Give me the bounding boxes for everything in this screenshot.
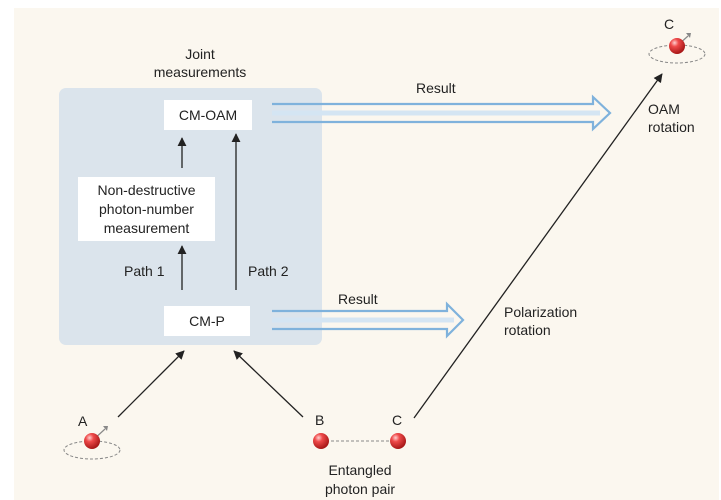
oam-rotation-line2: rotation: [648, 119, 695, 135]
cm-p-box: CM-P: [164, 306, 250, 336]
photon-c-top-label: C: [664, 16, 675, 32]
polarization-rotation-line1: Polarization: [504, 304, 578, 320]
photon-c-bottom-label: C: [392, 412, 403, 428]
entangled-pair-line2: photon pair: [324, 481, 396, 497]
photon-c-top: [648, 33, 706, 64]
oam-rotation-line1: OAM: [648, 101, 680, 117]
arrow-photon-c-to-oam: [413, 73, 663, 419]
path2-label: Path 2: [248, 263, 289, 279]
entangled-pair-line1: Entangled: [328, 462, 392, 478]
polarization-rotation-line2: rotation: [504, 322, 551, 338]
cm-oam-label: CM-OAM: [178, 106, 238, 123]
arrow-photon-b-to-cmp: [233, 350, 304, 418]
result-arrow-bottom: [272, 301, 465, 339]
photon-a-label: A: [78, 413, 88, 429]
panel-title-line1: Joint: [185, 46, 215, 62]
cm-p-label: CM-P: [189, 312, 225, 329]
path1-label: Path 1: [124, 263, 165, 279]
arrow-photon-a-to-cmp: [117, 350, 185, 418]
panel-title-line2: measurements: [153, 64, 247, 80]
non-destructive-box: Non-destructive photon-number measuremen…: [78, 177, 215, 241]
non-destructive-line1: Non-destructive: [97, 181, 196, 198]
non-destructive-line2: photon-number: [99, 200, 194, 217]
photon-b: [313, 433, 329, 449]
cm-oam-box: CM-OAM: [164, 100, 252, 130]
photon-a: [63, 426, 121, 460]
result-arrow-top: [272, 94, 612, 132]
photon-b-label: B: [315, 412, 325, 428]
result-label-bottom: Result: [338, 291, 378, 307]
non-destructive-line3: measurement: [103, 219, 190, 236]
result-label-top: Result: [416, 80, 456, 96]
photon-c-bottom: [390, 433, 406, 449]
